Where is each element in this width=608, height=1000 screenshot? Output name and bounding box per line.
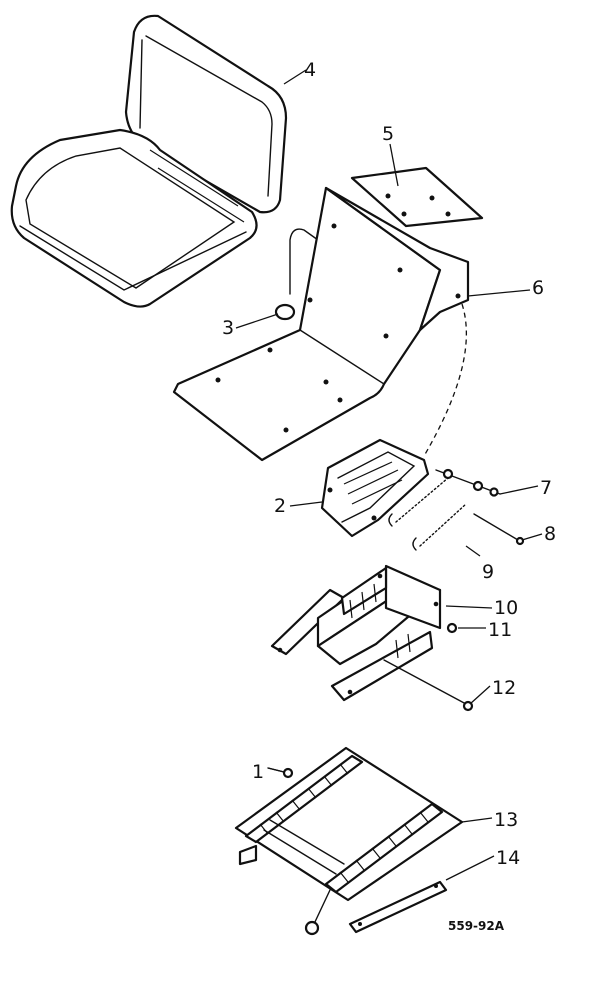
callout-11: 11 <box>488 619 512 641</box>
leader-lines <box>235 69 543 881</box>
callout-9: 9 <box>482 561 494 583</box>
callout-10: 10 <box>494 597 518 619</box>
callout-3: 3 <box>222 317 234 339</box>
pins-parts-7-8 <box>435 468 525 546</box>
callout-12: 12 <box>492 677 516 699</box>
callout-4: 4 <box>304 59 316 81</box>
bar-part-14 <box>348 880 448 934</box>
callout-8: 8 <box>544 523 556 545</box>
callout-2: 2 <box>274 495 286 517</box>
callout-14: 14 <box>496 847 520 869</box>
seat-cushion-part-4 <box>10 14 288 308</box>
callout-1: 1 <box>252 761 264 783</box>
callout-7: 7 <box>540 477 552 499</box>
handle-part-3 <box>274 228 319 321</box>
bolt-part-12 <box>383 659 474 712</box>
callout-6: 6 <box>532 277 544 299</box>
plate-part-5 <box>350 166 484 228</box>
alignment-line <box>423 303 468 457</box>
reference-code: 559-92A <box>448 919 505 933</box>
callout-labels: 1 2 3 4 5 6 7 8 9 10 11 12 13 14 559-92A <box>222 59 556 933</box>
spring-bracket-part-2 <box>320 438 430 538</box>
slide-rail-assembly-part-13 <box>234 746 464 936</box>
slide-frame-part-10 <box>270 564 442 702</box>
nut-part-11 <box>446 622 458 634</box>
springs-part-9 <box>388 477 467 551</box>
callout-5: 5 <box>382 123 394 145</box>
seat-pan-part-6 <box>172 186 470 462</box>
callout-13: 13 <box>494 809 518 831</box>
